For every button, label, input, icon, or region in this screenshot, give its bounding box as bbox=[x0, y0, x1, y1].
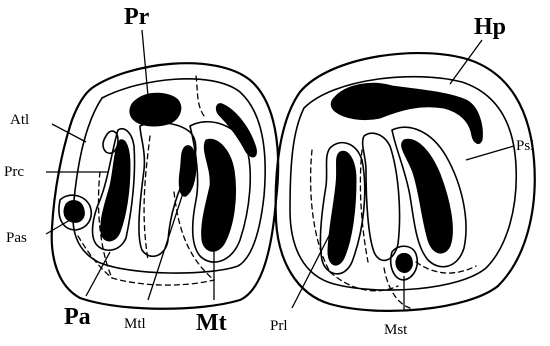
label-prc: Prc bbox=[4, 164, 24, 180]
label-atl: Atl bbox=[10, 112, 29, 128]
left-prc-loop bbox=[103, 131, 118, 153]
right-dash-4 bbox=[416, 262, 476, 273]
label-prl: Prl bbox=[270, 318, 288, 334]
label-pr: Pr bbox=[124, 4, 150, 30]
leader-mtl bbox=[148, 190, 184, 300]
label-mst: Mst bbox=[384, 322, 408, 338]
left-tooth bbox=[52, 63, 278, 309]
right-hp-blob bbox=[331, 83, 482, 143]
leader-pr bbox=[142, 30, 148, 96]
label-mt: Mt bbox=[196, 310, 227, 336]
left-mt-blob bbox=[202, 139, 236, 251]
label-mtl: Mtl bbox=[124, 316, 146, 332]
right-prl-blob bbox=[328, 151, 356, 265]
right-central-outline bbox=[363, 133, 400, 260]
left-dash-4 bbox=[112, 278, 214, 285]
right-dash-5 bbox=[384, 268, 410, 308]
left-dash-1 bbox=[196, 76, 204, 116]
label-pas: Pas bbox=[6, 230, 27, 246]
right-tooth bbox=[276, 53, 535, 311]
left-pas-blob bbox=[64, 201, 84, 223]
right-mst-blob bbox=[396, 253, 412, 272]
labels: Pr Hp Atl Prc Pas Pa Mtl Mt Psl Prl Mst bbox=[4, 4, 534, 338]
left-pa-blob bbox=[101, 140, 130, 241]
left-pr-blob bbox=[130, 93, 181, 126]
label-hp: Hp bbox=[474, 14, 506, 40]
left-dash-2 bbox=[144, 136, 150, 260]
left-mtl-blob bbox=[179, 146, 196, 197]
label-pa: Pa bbox=[64, 304, 91, 330]
right-right-blob bbox=[402, 139, 453, 253]
label-psl: Psl bbox=[516, 138, 534, 154]
leader-psl bbox=[466, 146, 514, 160]
leader-pa bbox=[86, 252, 110, 296]
